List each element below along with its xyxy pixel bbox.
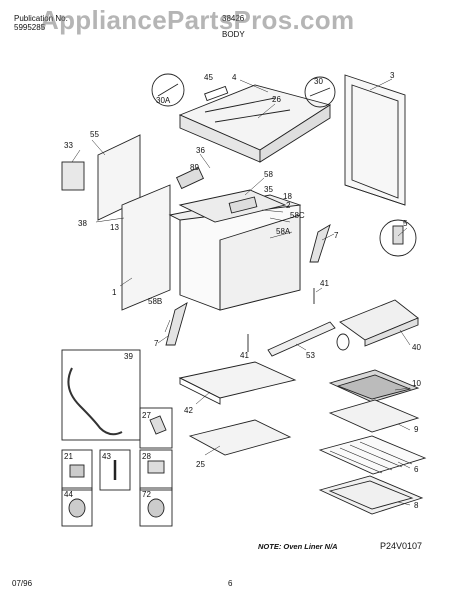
- callout-53: 53: [306, 351, 315, 360]
- callout-58: 58: [264, 170, 273, 179]
- top-panel-part: [178, 84, 332, 163]
- callout-2: 2: [286, 201, 291, 210]
- power-cord-box: [61, 349, 141, 441]
- part-49-oval: [336, 333, 350, 351]
- callout-33: 33: [64, 141, 73, 150]
- callout-21: 21: [64, 452, 73, 461]
- box-part-44: [61, 487, 93, 527]
- callout-89: 89: [190, 163, 199, 172]
- kick-plate-part: [267, 321, 336, 357]
- part-33: [61, 161, 85, 191]
- oven-liner-note: NOTE: Oven Liner N/A: [258, 542, 338, 551]
- callout-39: 39: [124, 352, 133, 361]
- callout-44: 44: [64, 490, 73, 499]
- callout-58c: 58C: [290, 211, 305, 220]
- hinge-7-right: [309, 224, 331, 263]
- box-part-72: [139, 487, 173, 527]
- publication-number: 5995285: [14, 23, 46, 32]
- callout-28: 28: [142, 452, 151, 461]
- callout-58b: 58B: [148, 297, 162, 306]
- section-title: BODY: [222, 30, 245, 39]
- hinge-7-left: [165, 302, 188, 346]
- page-number: 6: [228, 579, 233, 588]
- callout-4: 4: [232, 73, 237, 82]
- callout-10: 10: [412, 379, 421, 388]
- door-handle-knob-detail: [379, 219, 417, 257]
- callout-27: 27: [142, 411, 151, 420]
- callout-58a: 58A: [276, 227, 291, 236]
- publication-label: Publication No.: [14, 14, 68, 23]
- callout-30a: 30A: [156, 96, 171, 105]
- part-45: [204, 85, 229, 102]
- callout-8: 8: [414, 501, 419, 510]
- callout-55: 55: [90, 130, 99, 139]
- callout-1: 1: [112, 288, 117, 297]
- box-part-27: [139, 407, 173, 449]
- oven-rack-6: [318, 435, 427, 475]
- broiler-pan-9: [328, 399, 420, 433]
- callout-6: 6: [414, 465, 419, 474]
- callout-9: 9: [414, 425, 419, 434]
- callout-45: 45: [204, 73, 213, 82]
- callout-42: 42: [184, 406, 193, 415]
- callout-41-bottom: 41: [240, 351, 249, 360]
- callout-41-top: 41: [320, 279, 329, 288]
- callout-18: 18: [283, 192, 292, 201]
- oven-bottom-8: [318, 475, 424, 515]
- clip-30-detail: [304, 76, 336, 108]
- callout-72: 72: [142, 490, 151, 499]
- part-89: [175, 166, 205, 190]
- callout-43: 43: [102, 452, 111, 461]
- callout-36: 36: [196, 146, 205, 155]
- model-number: 38426: [222, 14, 245, 23]
- callout-25: 25: [196, 460, 205, 469]
- watermark: AppliancePartsPros.com: [40, 5, 355, 35]
- callout-7-right: 7: [334, 231, 339, 240]
- footer-date: 07/96: [12, 579, 33, 588]
- callout-38: 38: [78, 219, 87, 228]
- box-part-21: [61, 449, 93, 491]
- callout-7-left: 7: [154, 339, 159, 348]
- callout-5: 5: [403, 219, 408, 228]
- part-18: [228, 196, 258, 214]
- callout-30: 30: [314, 77, 323, 86]
- box-part-28: [139, 449, 173, 491]
- diagram-code: P24V0107: [380, 541, 423, 551]
- callout-26: 26: [272, 95, 281, 104]
- range-cabinet-body: [121, 184, 302, 311]
- callout-13: 13: [110, 223, 119, 232]
- callout-40: 40: [412, 343, 421, 352]
- callout-3: 3: [390, 71, 395, 80]
- clip-30a-detail: [151, 73, 185, 107]
- box-part-43: [99, 449, 131, 491]
- callout-35: 35: [264, 185, 273, 194]
- bottom-panel-25: [188, 419, 292, 456]
- oven-door-part: [344, 74, 406, 206]
